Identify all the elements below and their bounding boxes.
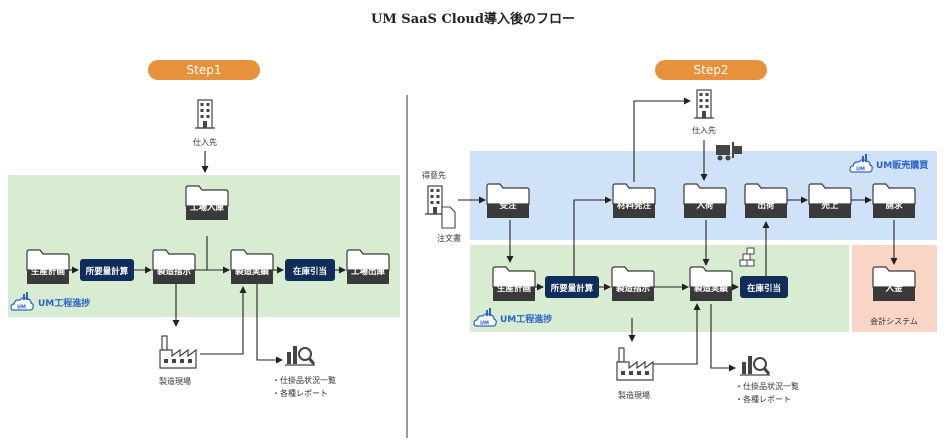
step1-node-seisan-keikaku[interactable]: 生産計画 (26, 249, 70, 285)
svg-text:入荷: 入荷 (695, 200, 714, 211)
svg-text:所要量計算: 所要量計算 (85, 266, 129, 277)
svg-text:在庫引当: 在庫引当 (293, 266, 327, 277)
step1-brand-label: UM工程進捗 (38, 297, 90, 309)
step1-node-koujou-shukko[interactable]: 工場出庫 (346, 249, 390, 285)
svg-text:生産計画: 生産計画 (31, 266, 65, 277)
step2-sales-brand-label: UM販売購買 (876, 159, 928, 171)
step2-supplier-icon (693, 89, 715, 119)
step2-node-seizou-jisseki[interactable]: 製造実績 (689, 266, 733, 302)
step2-node-juchuu[interactable]: 受注 (486, 183, 530, 219)
step1-factory-label: 製造現場 (159, 376, 191, 386)
svg-text:材料発注: 材料発注 (616, 200, 652, 211)
svg-text:工場入庫: 工場入庫 (190, 202, 225, 213)
step1-connectors (69, 151, 346, 364)
svg-text:受注: 受注 (499, 200, 517, 211)
inventory-boxes-icon (739, 247, 755, 267)
step1-supplier-icon (194, 99, 216, 129)
step2-label: Step2 (694, 63, 729, 77)
step2-factory-label: 製造現場 (618, 390, 650, 400)
svg-text:製造実績: 製造実績 (234, 266, 270, 277)
step2-report-line2: ・各種レポート (735, 394, 791, 404)
svg-text:売上: 売上 (820, 200, 839, 211)
accounting-system-label: 会計システム (870, 316, 918, 326)
step1-report-line1: ・仕掛品状況一覧 (272, 375, 336, 385)
step2-node-shoyouryou[interactable]: 所要量計算 (545, 276, 599, 298)
step2-node-seikyuu[interactable]: 請求 (872, 183, 916, 219)
svg-text:生産計画: 生産計画 (497, 283, 531, 294)
step2-node-seizou-shiji[interactable]: 製造指示 (611, 266, 655, 302)
order-document-icon (441, 206, 456, 229)
step2-report-line1: ・仕掛品状況一覧 (735, 381, 799, 391)
step1-pill (148, 60, 260, 80)
step1-node-zaiko-hikiate[interactable]: 在庫引当 (285, 259, 335, 281)
step2-connectors (458, 97, 898, 372)
step2-supplier-label: 仕入先 (692, 125, 716, 135)
step2-pill (655, 60, 767, 80)
svg-text:出荷: 出荷 (757, 200, 775, 211)
svg-text:工場出庫: 工場出庫 (351, 266, 386, 277)
step1-node-koujou-nyuuko[interactable]: 工場入庫 (185, 185, 229, 221)
step2-section: Step2 仕入先 得意先 注文書 受注 材料発注 (422, 60, 937, 404)
step2-node-seisan-keikaku[interactable]: 生産計画 (492, 266, 536, 302)
step2-node-uriage[interactable]: 売上 (808, 183, 852, 219)
step1-section: Step1 仕入先 工場入庫 生産計画 所要量計算 製造指示 製造実績 在庫引当 (8, 60, 400, 398)
step2-node-zairyou-hacchuu[interactable]: 材料発注 (612, 183, 656, 219)
svg-text:製造指示: 製造指示 (615, 283, 651, 294)
svg-text:入金: 入金 (884, 283, 903, 294)
step1-report-icon (283, 344, 317, 367)
step1-report-line2: ・各種レポート (272, 388, 328, 398)
step2-node-zaiko-hikiate[interactable]: 在庫引当 (740, 276, 788, 298)
diagram-title: UM SaaS Cloud導入後のフロー (371, 11, 575, 27)
svg-text:製造指示: 製造指示 (156, 266, 192, 277)
svg-text:所要量計算: 所要量計算 (550, 283, 594, 294)
step1-supplier-label: 仕入先 (193, 137, 217, 147)
step2-report-icon (738, 354, 772, 377)
step1-node-seizou-jisseki[interactable]: 製造実績 (230, 249, 274, 285)
step1-factory-icon (159, 335, 197, 369)
step2-node-nyuuka[interactable]: 入荷 (683, 183, 727, 219)
step1-node-seizou-shiji[interactable]: 製造指示 (152, 249, 196, 285)
step2-order-doc-label: 注文書 (437, 233, 461, 243)
svg-text:製造実績: 製造実績 (693, 283, 729, 294)
step2-customer-label: 得意先 (422, 170, 446, 180)
step2-node-shukka[interactable]: 出荷 (744, 183, 788, 219)
step2-node-nyuukin[interactable]: 入金 (872, 266, 916, 302)
svg-text:請求: 請求 (885, 200, 903, 211)
step1-label: Step1 (187, 63, 222, 77)
step1-node-shoyouryou[interactable]: 所要量計算 (80, 259, 134, 281)
svg-text:在庫引当: 在庫引当 (747, 283, 781, 294)
forklift-icon (716, 142, 742, 161)
step2-factory-icon (616, 347, 654, 381)
step2-process-brand-label: UM工程進捗 (500, 313, 552, 325)
